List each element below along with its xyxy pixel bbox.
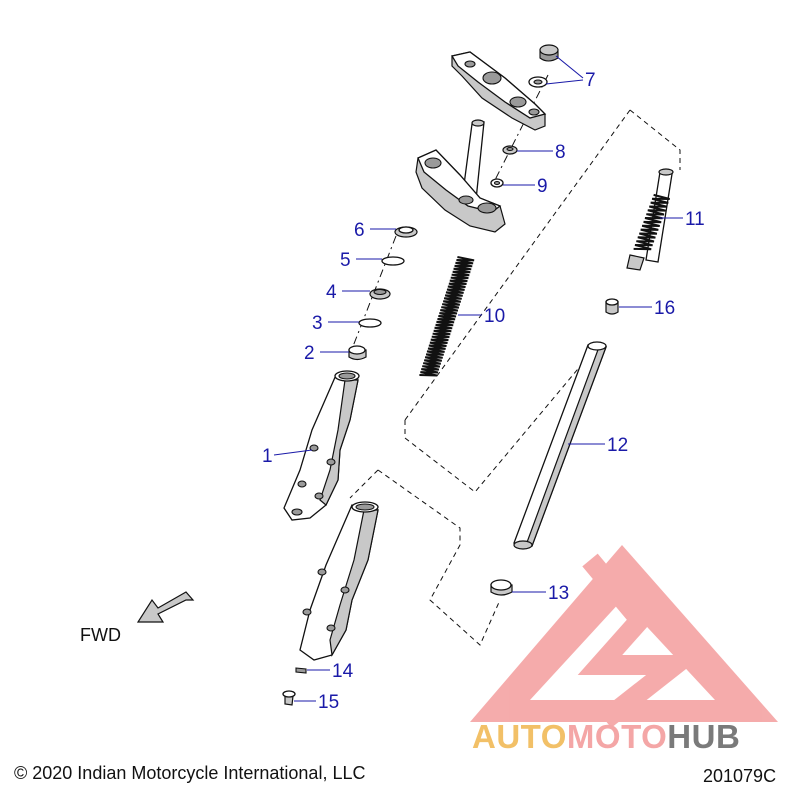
part-4-bushing [369,288,391,300]
callout-leaders [273,55,683,702]
part-14-spring-pin [295,667,307,674]
assembly-dashed-lines [349,74,681,646]
part-6-seal [394,226,418,238]
callout-numbers: 1 2 3 4 5 6 7 8 9 10 11 12 13 14 15 16 [262,70,705,713]
part-13-seal [490,579,513,596]
part-12-fork-tube [513,341,607,550]
part-3-washer [358,318,382,328]
part-16-bushing [605,298,619,315]
part-7-cap-nut [528,44,559,88]
copyright-text: © 2020 Indian Motorcycle International, … [14,763,365,783]
callout-11: 11 [685,209,705,230]
part-15-bolt [282,690,296,706]
watermark-hub: HUB [667,718,740,755]
callout-3: 3 [312,313,323,334]
watermark-wordmark: AUTOMOTOHUB [472,718,740,755]
part-2-bushing [348,345,367,361]
part-8-washer [502,145,518,155]
callout-10: 10 [484,306,505,327]
watermark-auto: AUTO [472,718,567,755]
part-9-nut [490,178,504,188]
callout-4: 4 [326,282,337,303]
watermark-moto: MOTO [567,718,667,755]
part-5-ring [381,256,405,266]
diagram-id: 201079C [703,766,776,786]
callout-13: 13 [548,583,569,604]
upper-triple-clamp [450,51,547,131]
callout-16: 16 [654,298,675,319]
callout-2: 2 [304,343,315,364]
callout-8: 8 [555,142,566,163]
watermark-logo [470,545,778,728]
part-1-fork-leg [283,370,360,521]
part-10-spring [419,256,475,377]
callout-6: 6 [354,220,365,241]
callout-1: 1 [262,446,273,467]
callout-9: 9 [537,176,548,197]
fwd-label: FWD [80,625,121,645]
part-11-damper-rod [626,168,674,271]
callout-12: 12 [607,435,628,456]
fwd-arrow-icon [136,591,195,623]
callout-15: 15 [318,692,339,713]
callout-14: 14 [332,661,354,682]
lower-triple-clamp [415,119,506,233]
callout-5: 5 [340,250,351,271]
fork-leg-lower [299,501,379,661]
callout-7: 7 [585,70,596,91]
